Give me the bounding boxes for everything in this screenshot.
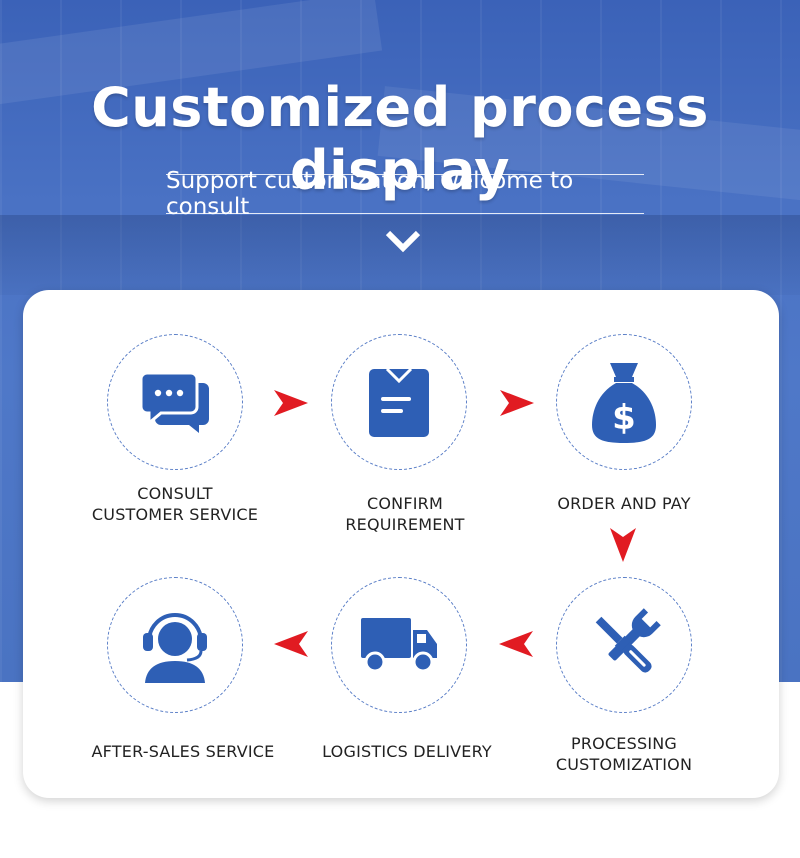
step-consult-label: CONSULT CUSTOMER SERVICE — [91, 484, 259, 524]
arrow-right-icon — [274, 390, 308, 416]
process-card: CONSULT CUSTOMER SERVICE CONFIRM REQUIRE… — [23, 290, 779, 798]
chat-bubbles-icon — [139, 371, 209, 433]
tools-icon — [595, 608, 661, 673]
step-consult-circle — [107, 334, 243, 470]
step-aftersales-circle — [107, 577, 243, 713]
arrow-down-icon — [610, 528, 636, 562]
arrow-left-icon — [274, 631, 308, 657]
step-order-label: ORDER AND PAY — [557, 494, 691, 513]
clipboard-icon — [369, 367, 429, 437]
page-title: Customized process display — [91, 76, 709, 202]
arrow-right-icon — [500, 390, 534, 416]
svg-text:$: $ — [612, 398, 636, 438]
step-confirm-label: CONFIRM REQUIREMENT — [345, 494, 465, 534]
page-subtitle: Support customization, welcome to consul… — [166, 168, 574, 220]
subtitle-box: Support customization, welcome to consul… — [166, 168, 644, 220]
banner-decoration — [0, 215, 800, 295]
step-processing-circle — [556, 577, 692, 713]
step-order-circle: $ — [556, 334, 692, 470]
truck-icon — [361, 618, 437, 673]
step-aftersales-label: AFTER-SALES SERVICE — [91, 742, 275, 761]
step-confirm-circle — [331, 334, 467, 470]
money-bag-icon: $ — [592, 363, 656, 443]
step-logistics-circle — [331, 577, 467, 713]
step-logistics-label: LOGISTICS DELIVERY — [322, 742, 492, 761]
headset-agent-icon — [143, 613, 207, 683]
chevron-down-icon — [385, 230, 421, 253]
arrow-left-icon — [499, 631, 533, 657]
step-processing-label: PROCESSING CUSTOMIZATION — [555, 734, 693, 774]
